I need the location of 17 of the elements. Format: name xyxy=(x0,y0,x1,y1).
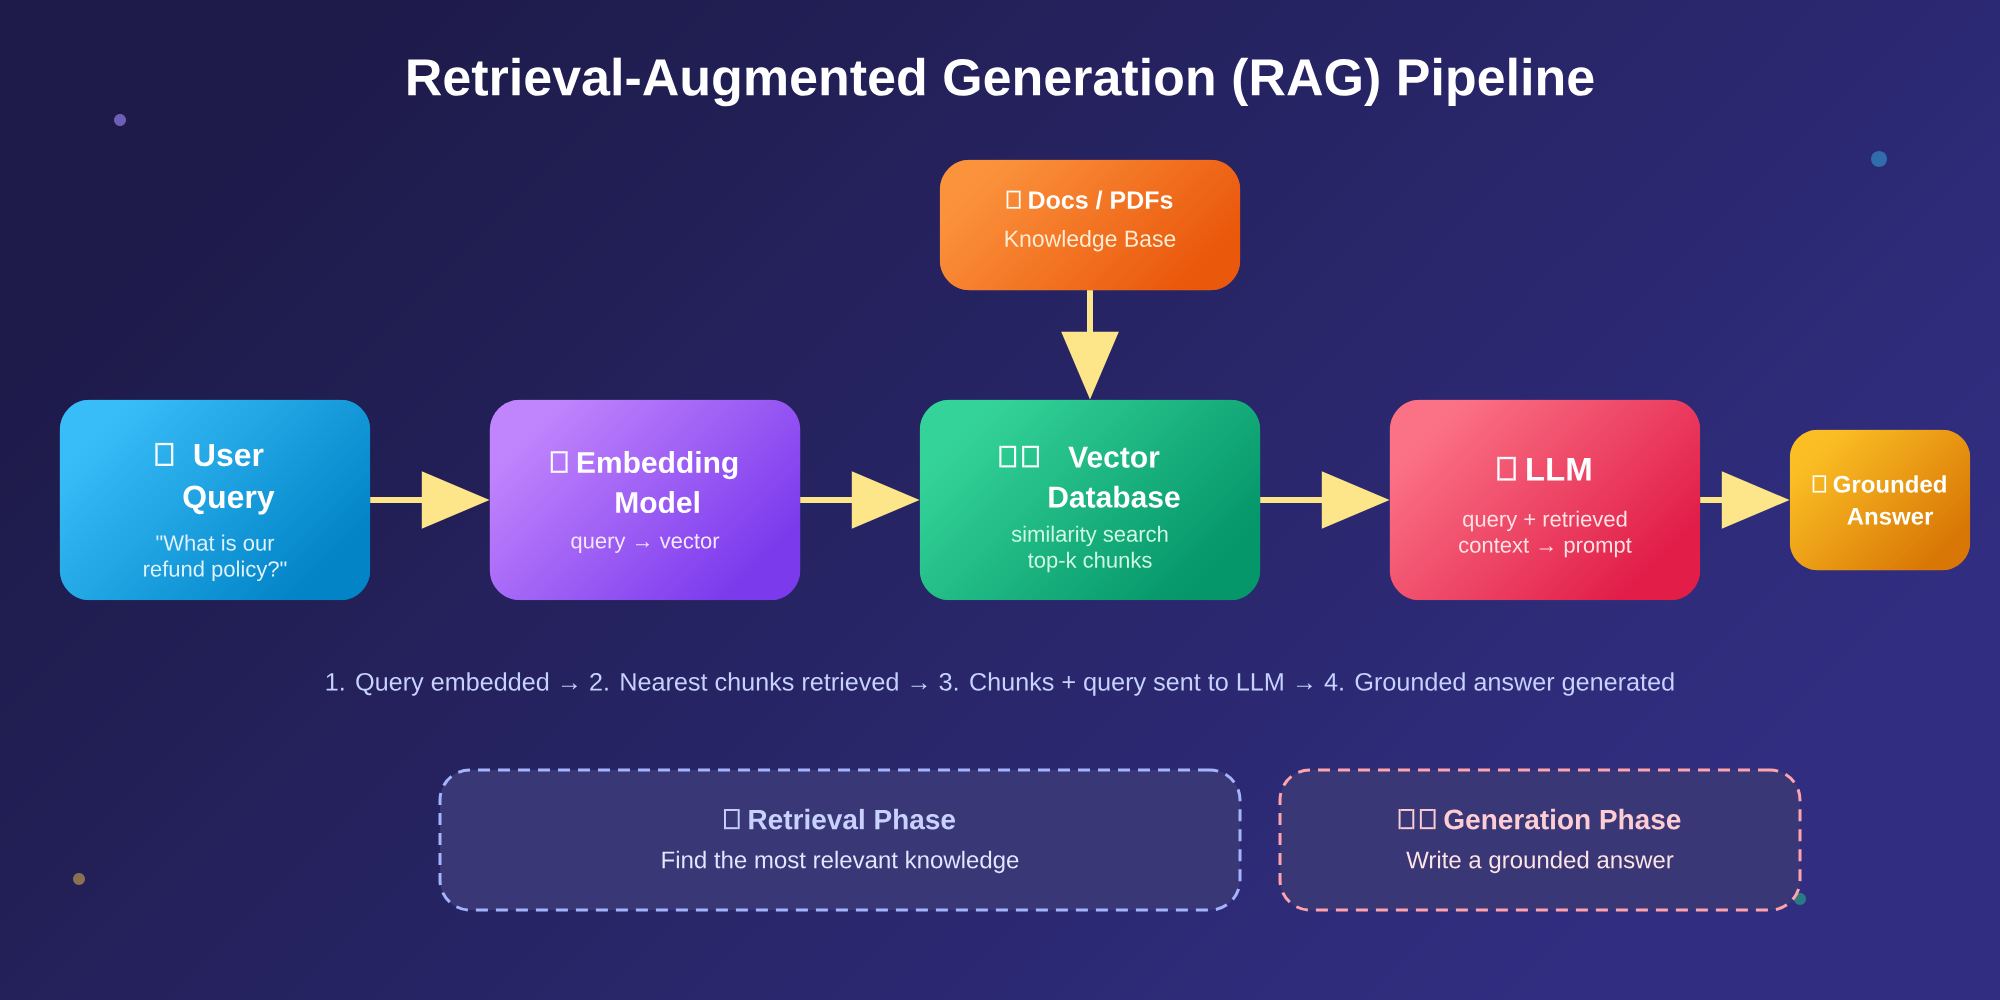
node-title: User Query xyxy=(183,443,275,515)
node-subtitle: Knowledge Base xyxy=(1005,230,1176,252)
node-title: Embedding Model xyxy=(577,451,738,514)
node-subtitle: query + retrieved context → prompt xyxy=(1459,510,1632,558)
node-title: Generation Phase xyxy=(1444,808,1681,830)
node-subtitle: similarity search top-k chunks xyxy=(1011,525,1168,573)
step-summary: 1. Query embedded → 2. Nearest chunks retrieved → 3. Chunks + query sent to LLM → 4. Grounded answer generated xyxy=(326,672,1674,696)
node-title: Retrieval Phase xyxy=(749,808,955,830)
node-subtitle: "What is our refund policy?" xyxy=(144,534,287,582)
node-subtitle: Write a grounded answer xyxy=(1406,850,1674,874)
node-title: Grounded Answer xyxy=(1833,475,1946,525)
title: Retrieval-Augmented Generation (RAG) Pipeline xyxy=(408,57,1594,107)
node-subtitle: query → vector xyxy=(571,534,720,553)
node-title: LLM xyxy=(1527,457,1591,481)
node-subtitle: Find the most relevant knowledge xyxy=(662,850,1019,874)
node-title: Docs / PDFs xyxy=(1029,190,1173,210)
node-title: Vector Database xyxy=(1049,446,1180,508)
